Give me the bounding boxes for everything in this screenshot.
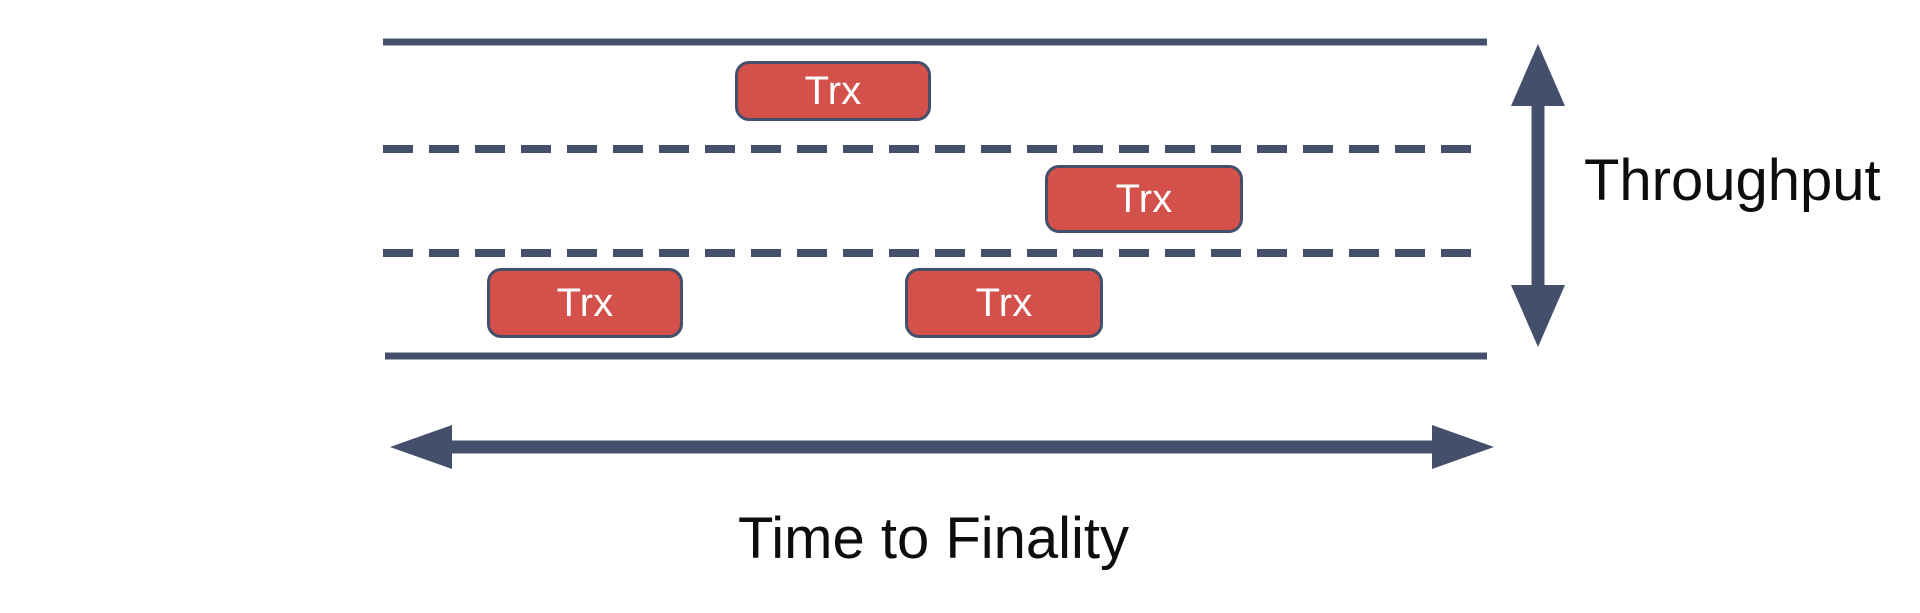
transaction-label: Trx [1115,177,1173,221]
throughput-axis-label: Throughput [1584,148,1881,213]
transaction-label: Trx [975,281,1033,325]
time-arrow-head-right [1432,425,1494,469]
transaction-block[interactable]: Trx [487,268,683,338]
time-to-finality-axis-arrow [390,425,1494,469]
time-to-finality-axis-label: Time to Finality [738,506,1130,571]
transaction-block[interactable]: Trx [1045,165,1243,233]
throughput-arrow-head-up [1511,44,1565,106]
transaction-label: Trx [556,281,614,325]
throughput-axis-arrow [1511,44,1565,347]
transaction-block[interactable]: Trx [735,61,931,121]
transaction-block[interactable]: Trx [905,268,1103,338]
transaction-label: Trx [804,69,862,113]
time-arrow-head-left [390,425,452,469]
throughput-arrow-head-down [1511,285,1565,347]
